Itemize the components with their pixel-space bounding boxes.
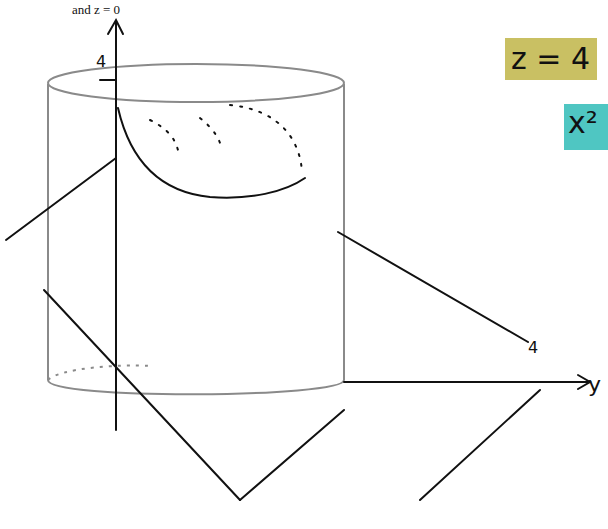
highlight-box: x² — [564, 104, 608, 150]
cylinder-bottom-hidden — [48, 366, 150, 380]
cylinder-bottom — [48, 380, 344, 394]
axis-name: y — [588, 372, 601, 397]
base-square-edge — [420, 390, 540, 500]
paraboloid-hidden — [200, 118, 222, 150]
equation-text: x² — [568, 108, 604, 138]
axis-value: 4 — [96, 52, 106, 71]
paraboloid-hidden — [230, 105, 302, 172]
y-axis — [344, 381, 588, 383]
x-axis — [6, 158, 116, 240]
cylinder-side — [343, 84, 345, 380]
axis-value: 4 — [528, 338, 538, 357]
base-square-edge — [240, 410, 344, 500]
base-square-edge — [338, 232, 528, 342]
base-square-edge — [44, 290, 240, 500]
caption-note: and z = 0 — [72, 2, 120, 18]
highlight-box: z = 4 — [505, 38, 597, 80]
paraboloid-hidden — [150, 120, 178, 150]
equation-text: z = 4 — [511, 44, 591, 74]
tick-mark — [100, 79, 116, 81]
z-arrowhead — [108, 20, 123, 34]
cylinder-side — [47, 84, 49, 380]
cylinder-top — [48, 64, 344, 102]
